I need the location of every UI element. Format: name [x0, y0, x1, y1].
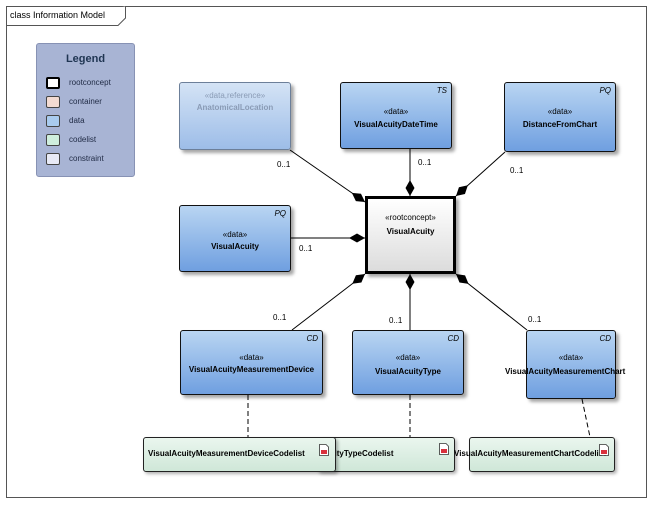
class-visual-acuity-measurement-device[interactable]: CD «data» VisualAcuityMeasurementDevice: [180, 330, 323, 395]
legend-label: rootconcept: [69, 78, 111, 87]
multiplicity-distance: 0..1: [510, 166, 524, 175]
legend-swatch: [46, 115, 60, 127]
legend-label: constraint: [69, 154, 104, 163]
legend-swatch: [46, 77, 60, 89]
class-stereotype: «data»: [222, 230, 248, 239]
root-name: VisualAcuity: [386, 227, 435, 236]
multiplicity-type: 0..1: [389, 316, 403, 325]
multiplicity-anatomical: 0..1: [277, 160, 291, 169]
codelist-visual-acuity-measurement-chart-codelist[interactable]: VisualAcuityMeasurementChartCodelist: [454, 437, 615, 472]
class-datatype-tag: TS: [436, 86, 447, 95]
class-distance-from-chart[interactable]: PQ «data» DistanceFromChart: [504, 82, 616, 152]
legend-title: Legend: [65, 53, 106, 65]
codelist-document-icon: [439, 443, 449, 455]
class-datatype-tag: PQ: [599, 86, 611, 95]
legend-label: codelist: [69, 135, 97, 144]
frame-title: class Information Model: [10, 10, 106, 20]
root-stereotype: «rootconcept»: [385, 213, 436, 222]
class-visual-acuity-date-time[interactable]: TS «data» VisualAcuityDateTime: [340, 82, 452, 149]
class-name: VisualAcuityType: [375, 367, 441, 376]
multiplicity-datetime: 0..1: [418, 158, 432, 167]
legend-label: data: [69, 116, 85, 125]
class-visual-acuity[interactable]: PQ «data» VisualAcuity: [179, 205, 291, 272]
class-name: VisualAcuityDateTime: [354, 120, 438, 129]
codelist-name: VisualAcuityMeasurementDeviceCodelist: [148, 449, 305, 458]
class-anatomical-location[interactable]: «data,reference» AnatomicalLocation: [179, 82, 291, 150]
codelist-document-icon: [599, 444, 609, 456]
class-stereotype: «data»: [558, 353, 584, 362]
codelist-visual-acuity-measurement-device-codelist[interactable]: VisualAcuityMeasurementDeviceCodelist: [143, 437, 336, 472]
class-name: VisualAcuityMeasurementDevice: [188, 365, 315, 374]
class-name: VisualAcuity: [211, 242, 259, 251]
class-stereotype: «data»: [395, 353, 421, 362]
class-datatype-tag: PQ: [274, 209, 286, 218]
class-datatype-tag: CD: [447, 334, 459, 343]
class-datatype-tag: CD: [306, 334, 318, 343]
legend-label: container: [69, 97, 102, 106]
multiplicity-acuity: 0..1: [299, 244, 313, 253]
codelist-name: VisualAcuityMeasurementChartCodelist: [454, 449, 606, 458]
legend-swatch: [46, 153, 60, 165]
class-stereotype: «data»: [239, 353, 264, 362]
class-datatype-tag: CD: [599, 334, 611, 343]
diamond-type: [405, 274, 415, 290]
class-name: DistanceFromChart: [522, 120, 598, 129]
legend-swatch: [46, 134, 60, 146]
multiplicity-device: 0..1: [273, 313, 287, 322]
legend: Legend rootconcept container data codeli…: [36, 43, 135, 177]
multiplicity-chart: 0..1: [528, 315, 542, 324]
legend-swatch: [46, 96, 60, 108]
diamond-datetime: [405, 180, 415, 196]
class-name: VisualAcuityMeasurementChart: [505, 367, 626, 376]
codelist-name: VisualAcuityTypeCodelist: [296, 449, 394, 458]
codelist-document-icon: [319, 444, 329, 456]
diagram-frame: [6, 6, 647, 498]
class-stereotype: «data»: [383, 107, 409, 116]
class-visual-acuity-measurement-chart[interactable]: CD «data» VisualAcuityMeasurementChart: [505, 330, 625, 399]
codelist-visual-acuity-type-codelist[interactable]: VisualAcuityTypeCodelist: [296, 437, 455, 472]
class-stereotype: «data,reference»: [204, 91, 266, 100]
root-class-visual-acuity[interactable]: «rootconcept» VisualAcuity: [365, 196, 456, 274]
class-name: AnatomicalLocation: [196, 103, 274, 112]
class-visual-acuity-type[interactable]: CD «data» VisualAcuityType: [352, 330, 464, 395]
class-stereotype: «data»: [547, 107, 573, 116]
dep-chart: [581, 398, 591, 438]
diamond-acuity: [349, 233, 365, 243]
